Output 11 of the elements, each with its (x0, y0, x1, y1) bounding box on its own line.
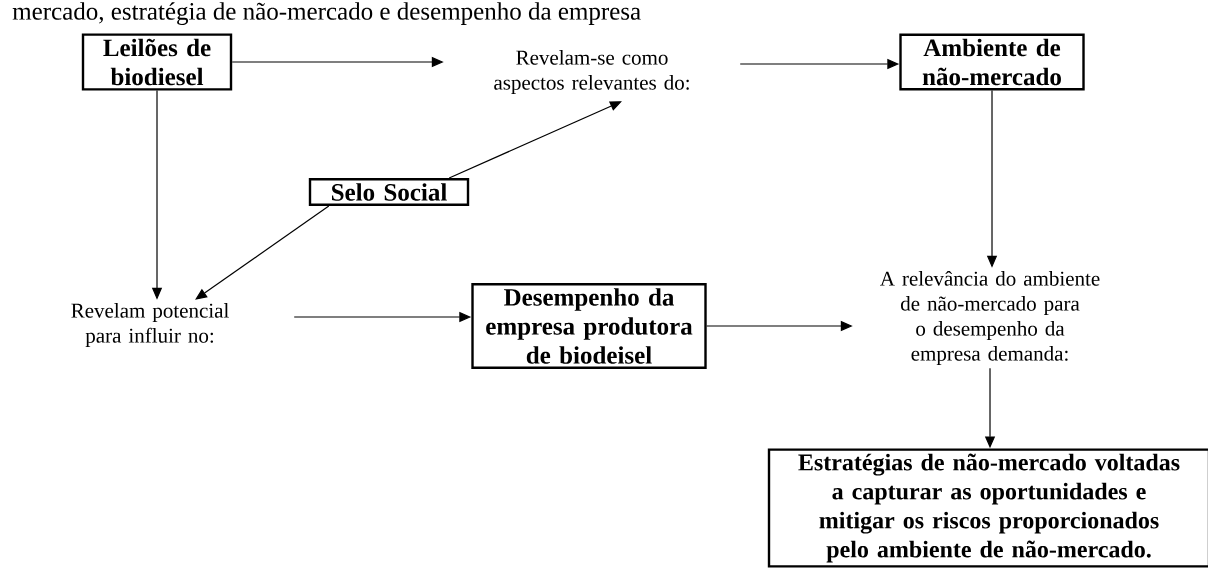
process-box: Desempenho da empresa produtora de biodeisel (471, 283, 707, 369)
arrow (195, 205, 330, 300)
process-box: Leilões de biodiesel (81, 33, 233, 91)
flow-text: Revelam potencial para influir no: (71, 303, 229, 348)
caption-text: mercado, estratégia de não-mercado e desempenho da empresa (12, 2, 641, 25)
process-box: Ambiente de não-mercado (899, 33, 1085, 91)
process-box: Selo Social (308, 178, 470, 206)
flow-text: Revelam-se como aspectos relevantes do: (494, 50, 689, 94)
process-box: Estratégias de não-mercado voltadas a capturar as oportunidades e mitigar os riscos proporcionados pelo ambiente de não-mercado. (767, 448, 1208, 568)
flow-text: A relevância do ambiente de não-mercado para o desempenho da empresa demanda: (880, 270, 1100, 366)
arrow (448, 101, 622, 179)
